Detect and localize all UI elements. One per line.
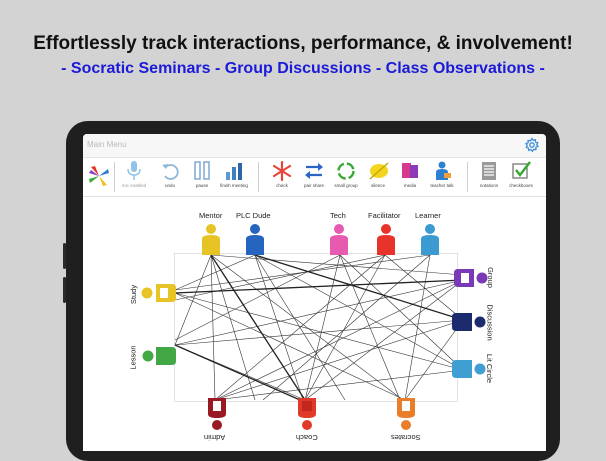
- participant-learner-icon[interactable]: [416, 222, 444, 262]
- participant-socrates-label: Socrates: [391, 433, 421, 442]
- pause-button[interactable]: pause: [184, 159, 220, 195]
- promo-headline: Effortlessly track interactions, perform…: [33, 33, 573, 54]
- pause-label: pause: [195, 183, 209, 188]
- participant-plc-dude-icon[interactable]: [241, 222, 269, 262]
- participant-study-label: Study: [129, 284, 139, 305]
- checkboxes-button[interactable]: checkboxes: [503, 159, 539, 195]
- main-menu-link[interactable]: Main Menu: [87, 140, 127, 149]
- pair-share-button[interactable]: pair share: [296, 159, 332, 195]
- participant-group-label: Group: [485, 267, 495, 288]
- participant-group-icon[interactable]: [452, 266, 490, 290]
- participant-mentor-icon[interactable]: [197, 222, 225, 262]
- participant-admin-icon[interactable]: [203, 396, 231, 436]
- undo-icon: [162, 164, 179, 180]
- mic-label: mic enabled: [121, 183, 147, 188]
- mute-icon: [369, 162, 389, 180]
- check-label: check: [276, 183, 288, 188]
- undo-button[interactable]: undo: [152, 159, 188, 195]
- participant-discussion-label: Discussion: [485, 304, 495, 341]
- teacher-talk-button[interactable]: teacher talk: [424, 159, 460, 195]
- pinwheel-logo-icon: [89, 166, 109, 186]
- notations-button[interactable]: notations: [471, 159, 507, 195]
- interaction-board: [174, 253, 458, 402]
- checkboxes-label: checkboxes: [509, 183, 533, 188]
- app-logo-button[interactable]: [83, 159, 119, 195]
- check-button[interactable]: check: [264, 159, 300, 195]
- menu-bar: Main Menu: [83, 134, 546, 158]
- volume-up-button: [63, 243, 66, 269]
- interaction-lines: [174, 254, 464, 401]
- notes-icon: [482, 162, 496, 180]
- teacher-icon: [436, 161, 451, 180]
- undo-label: undo: [164, 183, 175, 188]
- finish-meeting-label: finish meeting: [220, 183, 248, 188]
- participant-tech-icon[interactable]: [325, 222, 353, 262]
- participant-tech-label: Tech: [330, 211, 346, 220]
- participant-discussion-icon[interactable]: [450, 310, 488, 334]
- participant-admin-label: Admin: [204, 433, 226, 442]
- volume-down-button: [63, 277, 66, 303]
- participant-socrates-icon[interactable]: [392, 396, 420, 436]
- participant-mentor-label: Mentor: [199, 211, 223, 220]
- silence-label: silence: [370, 183, 385, 188]
- pair-share-label: pair share: [303, 183, 324, 188]
- toolbar: mic enabled undo pause finish meeting: [83, 158, 546, 197]
- media-label: media: [403, 183, 417, 188]
- circle-arrows-icon: [337, 162, 355, 180]
- participant-coach-label: Coach: [296, 433, 318, 442]
- participant-lesson-icon[interactable]: [140, 344, 178, 368]
- swap-arrows-icon: [305, 163, 323, 179]
- participant-lit-circle-label: Lit Circle: [485, 353, 495, 384]
- participant-facilitator-icon[interactable]: [372, 222, 400, 262]
- finish-meeting-button[interactable]: finish meeting: [216, 159, 252, 195]
- asterisk-icon: [272, 160, 292, 182]
- bar-chart-icon: [226, 163, 242, 180]
- small-group-button[interactable]: small group: [328, 159, 364, 195]
- participant-learner-label: Learner: [415, 211, 441, 220]
- silence-button[interactable]: silence: [360, 159, 396, 195]
- book-icon: [402, 163, 418, 178]
- participant-study-icon[interactable]: [140, 282, 178, 304]
- toolbar-separator: [467, 162, 468, 192]
- teacher-talk-label: teacher talk: [430, 183, 454, 188]
- gear-icon[interactable]: [524, 137, 540, 153]
- participant-plc-dude-label: PLC Dude: [236, 211, 271, 220]
- notations-label: notations: [479, 183, 499, 188]
- participant-lit-circle-icon[interactable]: [450, 357, 488, 381]
- participant-lesson-label: Lesson: [128, 345, 138, 370]
- microphone-icon: [127, 161, 141, 180]
- toolbar-separator: [258, 162, 259, 192]
- participant-facilitator-label: Facilitator: [368, 211, 401, 220]
- toolbar-separator: [114, 162, 115, 192]
- pause-icon: [194, 161, 210, 180]
- participant-coach-icon[interactable]: [293, 396, 321, 436]
- promo-subline: - Socratic Seminars - Group Discussions …: [61, 60, 545, 77]
- media-button[interactable]: media: [392, 159, 428, 195]
- small-group-label: small group: [334, 183, 358, 188]
- checkbox-icon: [512, 161, 531, 179]
- mic-button[interactable]: mic enabled: [116, 159, 152, 195]
